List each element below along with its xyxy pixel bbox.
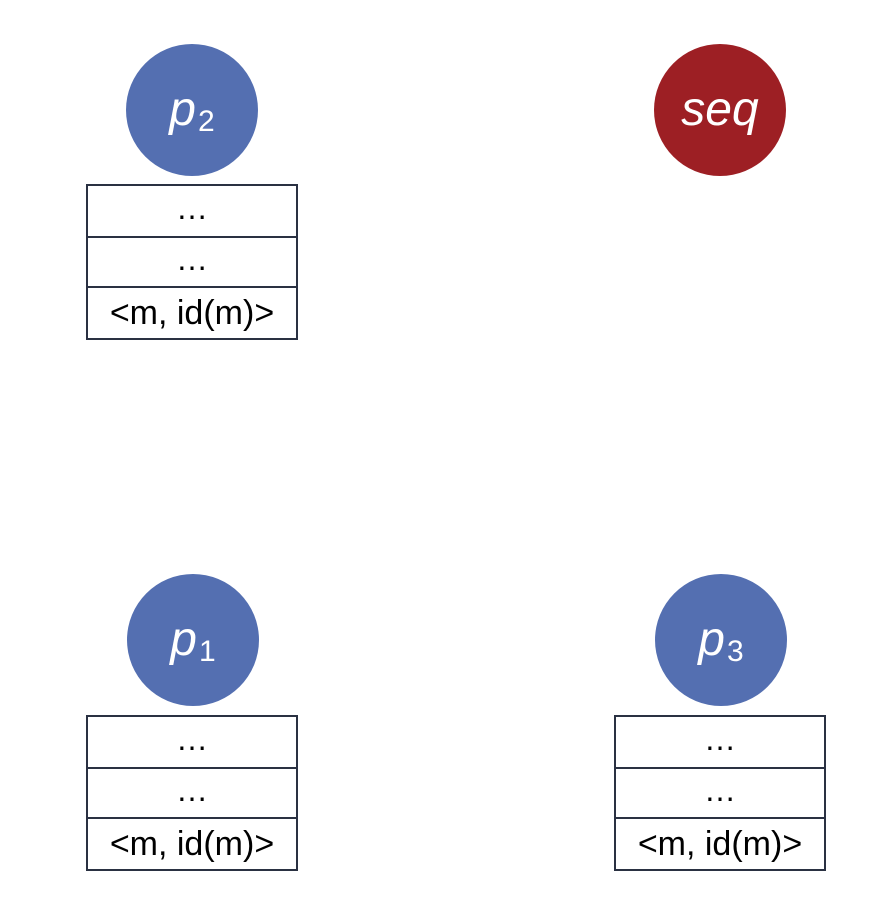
queue-slot: … — [88, 767, 296, 817]
sequencer-label: seq — [681, 83, 759, 136]
process-subscript: 2 — [198, 105, 215, 138]
queue-slot: … — [616, 767, 824, 817]
message-queue-p1: … … <m, id(m)> — [86, 715, 298, 871]
process-symbol: p — [169, 83, 196, 136]
queue-slot: … — [704, 720, 736, 757]
queue-slot-message: <m, id(m)> — [88, 286, 296, 338]
queue-slot: … — [88, 236, 296, 286]
queue-slot-message: <m, id(m)> — [616, 817, 824, 869]
message-queue-p2: … … <m, id(m)> — [86, 184, 298, 340]
queue-slot-message: <m, id(m)> — [88, 817, 296, 869]
process-symbol: p — [698, 613, 725, 666]
queue-slot: … — [176, 720, 208, 757]
process-subscript: 1 — [199, 635, 216, 668]
message-queue-p3: … … <m, id(m)> — [614, 715, 826, 871]
process-symbol: p — [170, 613, 197, 666]
sequencer-node: seq — [654, 44, 786, 176]
queue-slot: … — [176, 189, 208, 226]
process-subscript: 3 — [727, 635, 744, 668]
